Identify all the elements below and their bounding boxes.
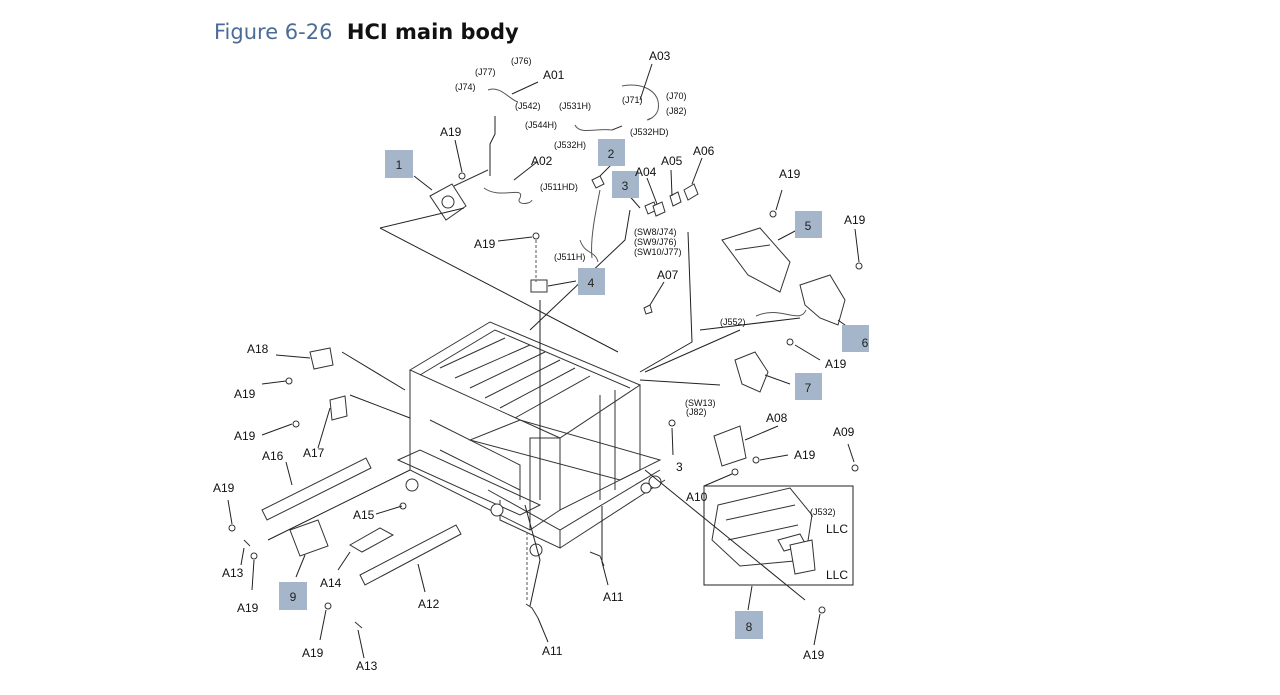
label-a16: A16 [262, 449, 284, 463]
label-a15: A15 [353, 508, 375, 522]
callout-8: 8 [735, 611, 763, 639]
label-a10: A10 [686, 490, 708, 504]
label-three: 3 [676, 460, 683, 474]
callout-7: 7 [795, 373, 822, 400]
conn-j76: (J76) [511, 56, 532, 66]
frame-wheels [405, 475, 662, 557]
label-a19-bottom: A19 [302, 646, 324, 660]
hci-frame-artwork [396, 321, 666, 549]
callout-6: 6 [842, 325, 869, 352]
label-a13-left: A13 [222, 566, 244, 580]
label-a06: A06 [693, 144, 715, 158]
conn-j74: (J74) [455, 82, 476, 92]
label-a19-far-right: A19 [844, 213, 866, 227]
label-a05: A05 [661, 154, 683, 168]
label-a09: A09 [833, 425, 855, 439]
svg-text:1: 1 [396, 158, 403, 172]
svg-text:8: 8 [746, 620, 753, 634]
callout-5: 5 [795, 211, 822, 238]
callout-3: 3 [612, 171, 639, 198]
screws [228, 172, 863, 614]
conn-j552: (J552) [720, 317, 746, 327]
label-a19-right-low: A19 [794, 448, 816, 462]
conn-j70: (J70) [666, 91, 687, 101]
conn-j532hd: (J532HD) [630, 127, 669, 137]
conn-j532h: (J532H) [554, 140, 586, 150]
label-a03: A03 [649, 49, 671, 63]
label-a14: A14 [320, 576, 342, 590]
label-a19-top: A19 [440, 125, 462, 139]
conn-j77: (J77) [475, 67, 496, 77]
conn-sw8: (SW8/J74) [634, 227, 677, 237]
svg-text:6: 6 [862, 336, 869, 350]
kit-8-outline [703, 485, 854, 586]
label-a11-top: A11 [603, 590, 624, 604]
conn-j71: (J71) [622, 95, 643, 105]
conn-sw9: (SW9/J76) [634, 237, 677, 247]
label-a19-left-2: A19 [234, 429, 256, 443]
figure-caption: Figure 6-26 HCI main body [214, 20, 519, 44]
svg-text:2: 2 [608, 147, 615, 161]
label-a04: A04 [635, 165, 657, 179]
conn-j82-lower: (J82) [686, 407, 707, 417]
label-a19-left-4: A19 [237, 601, 259, 615]
figure-number: Figure 6-26 [214, 20, 333, 44]
conn-j532: (J532) [810, 507, 836, 517]
conn-j531h: (J531H) [559, 101, 591, 111]
part-sketches [243, 125, 846, 629]
conn-j511hd: (J511HD) [540, 182, 578, 192]
conn-j542: (J542) [515, 101, 541, 111]
label-a13-bottom: A13 [356, 659, 378, 673]
label-a19-mid: A19 [474, 237, 496, 251]
part-labels: A01 A02 A03 A04 A05 A06 A07 A08 A09 A10 … [213, 49, 866, 673]
svg-text:3: 3 [622, 179, 629, 193]
svg-text:5: 5 [805, 219, 812, 233]
label-a19-right-mid: A19 [825, 357, 847, 371]
callout-9: 9 [279, 582, 307, 610]
svg-text:4: 4 [588, 276, 595, 290]
label-a19-left-3: A19 [213, 481, 235, 495]
label-a18: A18 [247, 342, 269, 356]
label-a19-left-1: A19 [234, 387, 256, 401]
callout-2: 2 [598, 139, 625, 166]
label-a02: A02 [531, 154, 553, 168]
label-a12: A12 [418, 597, 440, 611]
callout-4: 4 [578, 268, 605, 295]
label-a19-right-top: A19 [779, 167, 801, 181]
label-a17: A17 [303, 446, 325, 460]
label-llc-upper: LLC [826, 522, 848, 536]
label-a11-bottom: A11 [542, 644, 563, 658]
figure-title: HCI main body [346, 20, 519, 44]
conn-j544h: (J544H) [525, 120, 557, 130]
label-a08: A08 [766, 411, 788, 425]
wiring-harnesses [483, 84, 807, 317]
screw-assembly-leaders [526, 240, 537, 600]
svg-text:9: 9 [290, 590, 297, 604]
label-a19-bottom-right: A19 [803, 648, 825, 662]
conn-sw10: (SW10/J77) [634, 247, 682, 257]
label-a01: A01 [543, 68, 565, 82]
conn-sw13: (SW13) [685, 398, 716, 408]
connector-labels: (J76) (J77) (J74) (J542) (J531H) (J544H)… [455, 56, 836, 517]
conn-j511h: (J511H) [554, 252, 585, 262]
svg-text:7: 7 [805, 381, 812, 395]
conn-j82: (J82) [666, 106, 687, 116]
callout-1: 1 [385, 150, 413, 178]
label-llc-lower: LLC [826, 568, 848, 582]
label-a07: A07 [657, 268, 679, 282]
